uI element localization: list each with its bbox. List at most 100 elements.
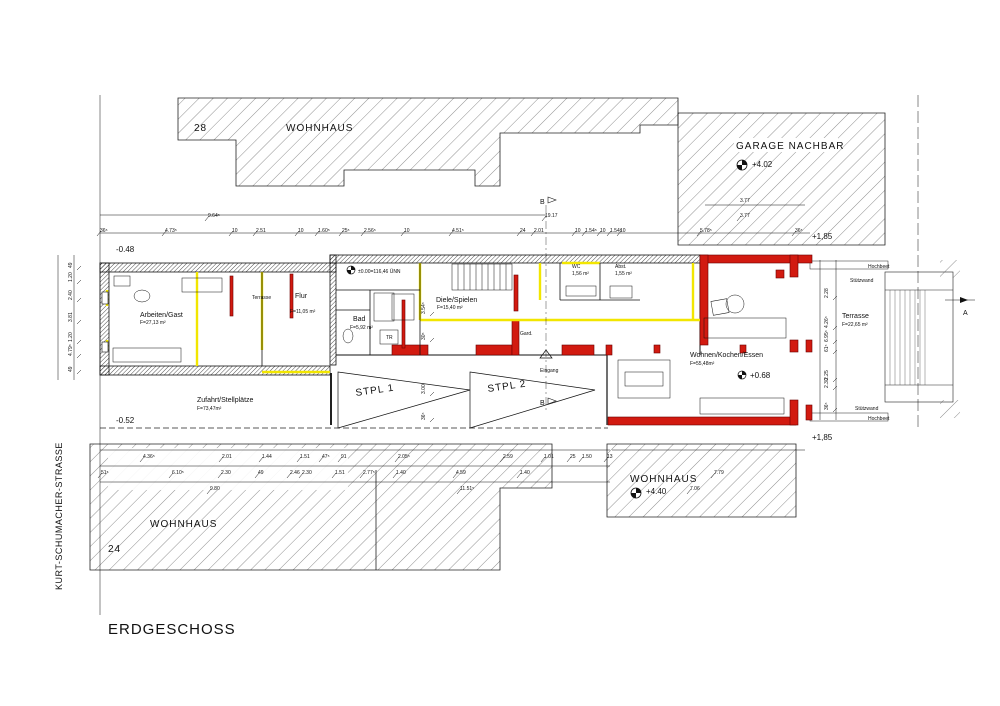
- dimension-tick: [252, 230, 258, 237]
- dimension-label: 1.20: [68, 272, 74, 282]
- dimension-tick: [603, 456, 609, 463]
- dimension-tick: [516, 472, 522, 479]
- room-wohnen: Wohnen/Kochen/Essen: [690, 352, 763, 359]
- parking-space-1: [337, 371, 471, 429]
- dimension-tick: [76, 265, 82, 271]
- dimension-tick: [736, 215, 742, 222]
- dimension-label: 91: [341, 454, 347, 460]
- dimension-label: 10: [404, 228, 410, 234]
- dimension-label: 10: [232, 228, 238, 234]
- dimension-tick: [541, 215, 547, 222]
- dimension-tick: [456, 488, 462, 495]
- dimension-label: 1.01: [544, 454, 554, 460]
- dimension-label: 2.01: [222, 454, 232, 460]
- dimension-label: 4.36⁵: [143, 454, 155, 460]
- room-abst-area: 1,55 m²: [615, 271, 632, 277]
- room-terrasse-area: F=22,65 m²: [842, 322, 868, 328]
- dimension-label: 2.51: [256, 228, 266, 234]
- dimension-label: 36⁵: [421, 412, 427, 420]
- dimension-label: 2.30: [221, 470, 231, 476]
- garage-elevation: +4.02: [752, 160, 773, 169]
- neighbor-label-right: WOHNHAUS: [630, 474, 697, 485]
- dimension-tick: [686, 488, 692, 495]
- dimension-label: 30⁵: [421, 332, 427, 340]
- dimension-tick: [296, 456, 302, 463]
- parking-space-2: [469, 371, 596, 429]
- dimension-tick: [429, 391, 435, 397]
- dimension-label: 1.20: [68, 332, 74, 342]
- dimension-tick: [258, 456, 264, 463]
- room-arbeiten-area: F=27,13 m²: [140, 320, 166, 326]
- dimension-lines: [57, 95, 919, 615]
- dimension-tick: [331, 472, 337, 479]
- drawing-title: ERDGESCHOSS: [108, 621, 236, 638]
- dimension-label: 49: [258, 470, 264, 476]
- stuetzwand-bottom: Stützwand: [855, 406, 879, 412]
- dimension-label: 9.64⁵: [208, 213, 220, 219]
- dimension-tick: [832, 339, 838, 345]
- dimension-label: 4.59: [456, 470, 466, 476]
- dimension-tick: [400, 230, 406, 237]
- garage-label: GARAGE NACHBAR: [736, 141, 844, 152]
- dimension-tick: [832, 385, 838, 391]
- dimension-label: 1.50: [582, 454, 592, 460]
- neighbor-garage: GARAGE NACHBAR +4.02 3.77: [677, 112, 886, 246]
- stuetzwand-top: Stützwand: [850, 278, 874, 284]
- dimension-tick: [394, 456, 400, 463]
- dimension-tick: [218, 456, 224, 463]
- neighbor-building-24: WOHNHAUS 24: [89, 443, 553, 571]
- dimension-tick: [429, 337, 435, 343]
- dimension-label: 10: [298, 228, 304, 234]
- dimension-tick: [540, 456, 546, 463]
- terrasse-door-label: Terrasse: [252, 295, 271, 301]
- level-main: ±0.00=116,46 ÜNN: [358, 268, 401, 275]
- section-mark-a: A: [963, 310, 968, 317]
- dimension-label: 1.40: [396, 470, 406, 476]
- terrace-paving: Hochbeet Hochbeet Stützwand Stützwand A: [809, 260, 975, 422]
- furniture-arbeiten: [112, 275, 223, 363]
- dimension-tick: [76, 279, 82, 285]
- dimension-label: 61⁵: [824, 344, 830, 352]
- dimension-label: 36⁵: [824, 402, 830, 410]
- dimension-tick: [206, 488, 212, 495]
- room-arbeiten: Arbeiten/Gast: [140, 312, 183, 319]
- dimension-label: 10: [575, 228, 581, 234]
- dimension-tick: [96, 230, 102, 237]
- dimension-tick: [571, 230, 577, 237]
- dimension-tick: [139, 456, 145, 463]
- dimension-label: 49: [68, 366, 74, 372]
- dimension-tick: [298, 472, 304, 479]
- level-right-bottom: +1,85: [812, 433, 833, 442]
- parking-label-2: STPL 2: [487, 379, 527, 395]
- dimension-label: 1.51: [300, 454, 310, 460]
- dimension-tick: [161, 230, 167, 237]
- dimension-label: 1.44: [262, 454, 272, 460]
- level-markers: ±0.00=116,46 ÜNN +0.68 -0.48 -0.52 +1,85…: [116, 232, 833, 442]
- dimension-label: 11.51⁵: [460, 486, 474, 492]
- room-bad-area: F=5,92 m²: [350, 325, 373, 331]
- dimension-label: 2.30: [824, 378, 830, 388]
- dimension-label: 2.05⁵: [398, 454, 410, 460]
- dimension-label: 36⁵: [795, 228, 803, 234]
- dimension-label: 2.28: [824, 288, 830, 298]
- entrance-label: Eingang: [540, 368, 559, 374]
- dimension-label: 4.51⁵: [452, 228, 464, 234]
- staircase: [451, 263, 513, 291]
- room-diele-area: F=15,40 m²: [437, 305, 463, 311]
- dimension-label: 3.77: [740, 213, 750, 219]
- dimension-label: 7.06: [690, 486, 700, 492]
- parking-label-1: STPL 1: [355, 383, 395, 399]
- section-mark-b-top: B: [540, 199, 545, 206]
- dimension-tick: [254, 472, 260, 479]
- level-left-top: -0.48: [116, 245, 135, 254]
- room-flur: Flur: [295, 293, 308, 300]
- dimension-tick: [76, 369, 82, 375]
- dimension-label: 6.10⁵: [172, 470, 184, 476]
- level-right-top: +1,85: [812, 232, 833, 241]
- dimension-tick: [696, 230, 702, 237]
